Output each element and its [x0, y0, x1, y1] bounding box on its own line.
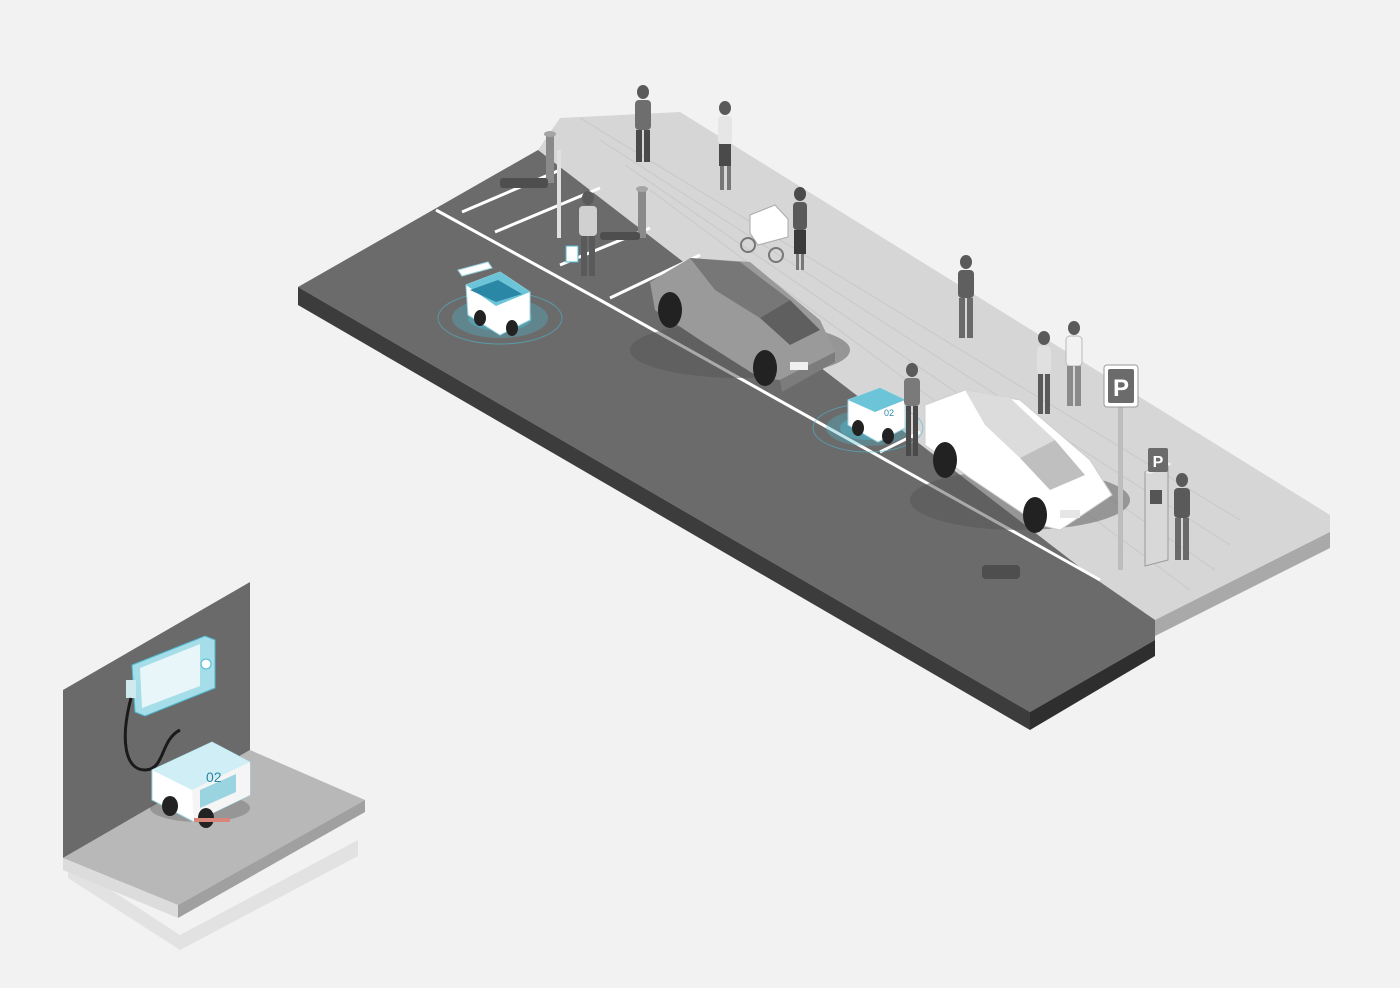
- pedestrian-icon: [718, 101, 732, 190]
- shadows: [500, 178, 1020, 579]
- charging-robot: 02: [150, 741, 251, 828]
- charging-station-icon: [126, 635, 216, 717]
- white-car: [910, 389, 1130, 533]
- charger-floor-shadow: [68, 840, 358, 950]
- delivery-robot-icon: [457, 261, 531, 336]
- charger-floor-edge-front: [63, 858, 178, 918]
- pedestrian-icon: [958, 255, 974, 338]
- bollards: [544, 131, 648, 238]
- parking-meter: P: [1144, 448, 1172, 567]
- delivery-robot-icon: 02: [151, 741, 251, 828]
- car-icon: [910, 389, 1130, 533]
- post: [557, 150, 561, 238]
- stroller-icon: [740, 204, 789, 263]
- pedestrian-icon: [1037, 331, 1051, 414]
- charging-robot-number: 02: [206, 769, 222, 785]
- car-icon: [630, 258, 850, 392]
- pedestrian-icon: [565, 191, 597, 276]
- charging-station: 02: [63, 582, 365, 950]
- pedestrian-icon: [793, 187, 807, 270]
- sidewalk-side: [1155, 532, 1330, 636]
- bollard-icon: [544, 131, 556, 183]
- asphalt-side-front: [298, 287, 1030, 730]
- sidewalk-surface: [538, 112, 1330, 620]
- street-platform: [298, 112, 1330, 730]
- charger-floor-edge-right: [178, 800, 365, 918]
- parking-meter-icon: P: [1144, 448, 1172, 567]
- delivery-robot-left: [437, 261, 563, 345]
- parking-sign: P: [1103, 364, 1139, 570]
- parking-sign-letter: P: [1113, 375, 1129, 402]
- pedestrians: [565, 85, 1190, 560]
- asphalt-side-right: [1030, 640, 1155, 730]
- pedestrian-icon: [904, 363, 920, 456]
- robot-number: 02: [884, 408, 894, 418]
- pedestrian-icon: [1065, 321, 1083, 406]
- charger-floor: [63, 750, 365, 905]
- pedestrian-icon: [635, 85, 651, 162]
- delivery-robot-icon: 02: [847, 387, 906, 444]
- bollard-icon: [636, 186, 648, 238]
- grey-car: [630, 258, 850, 392]
- parking-meter-letter: P: [1153, 454, 1164, 471]
- pedestrian-icon: [1174, 473, 1190, 560]
- delivery-robot-right: 02: [812, 387, 924, 453]
- charging-cable: [123, 697, 181, 772]
